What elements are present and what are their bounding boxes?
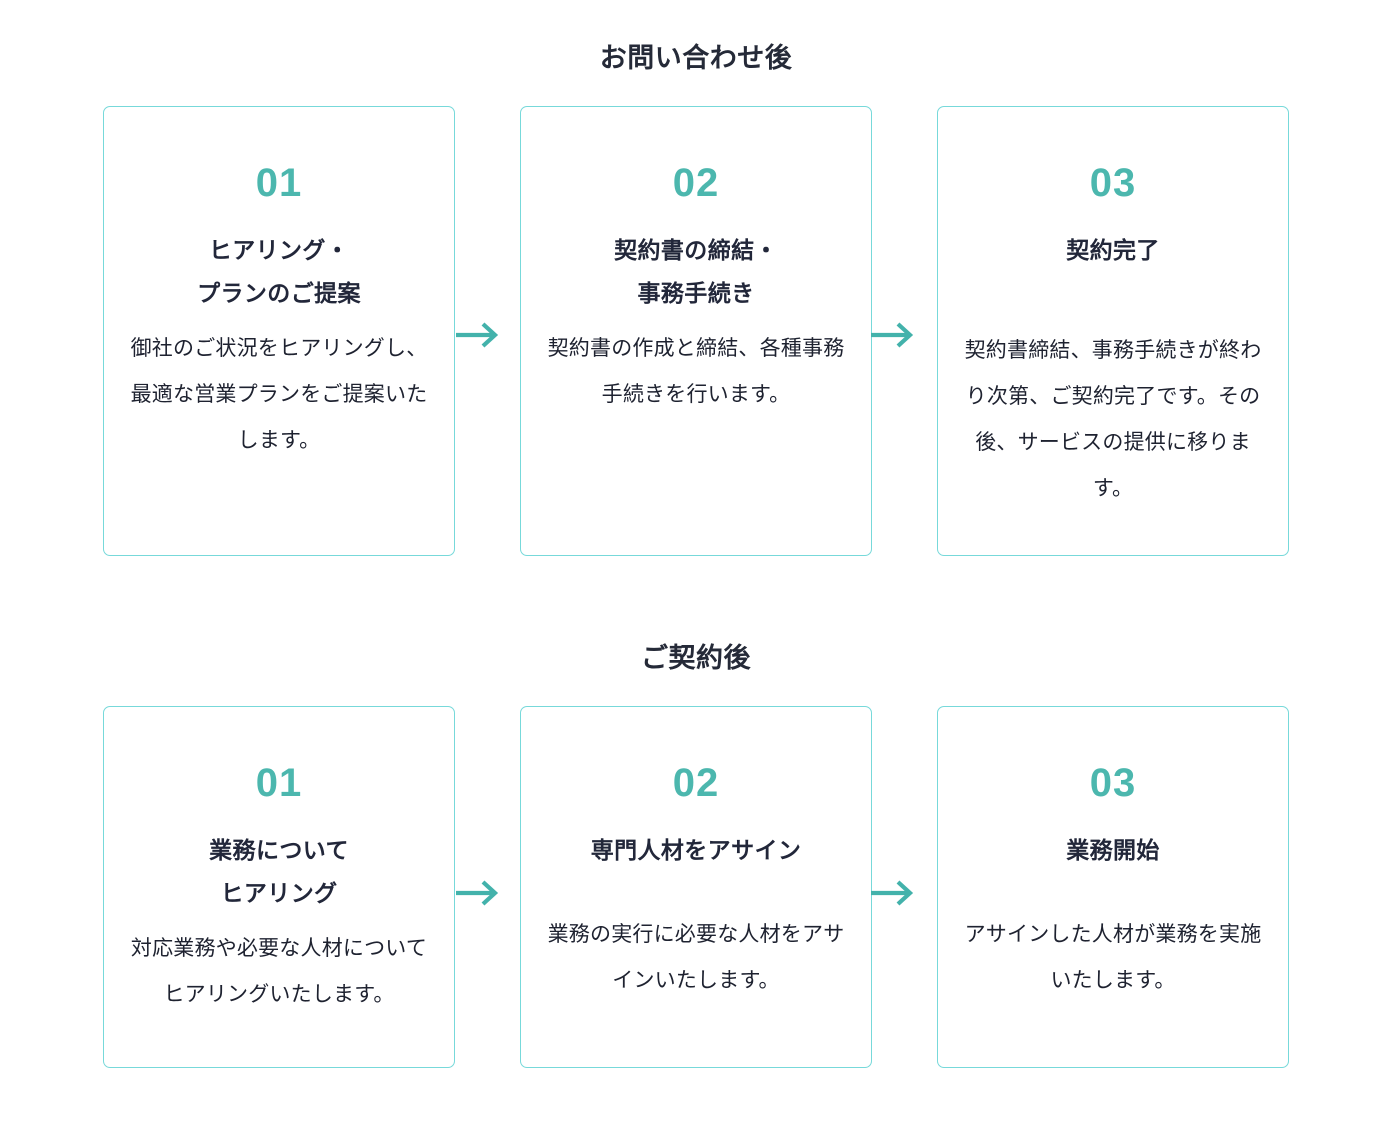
step-title: 業務開始 [1066,837,1160,863]
step-card-2-3: 03 業務開始 アサインした人材が業務を実施いたします。 [937,706,1289,1068]
step-card-1-2: 02 契約書の締結・ 事務手続き 契約書の作成と締結、各種事務手続きを行います。 [520,106,872,556]
step-number: 02 [672,161,720,205]
step-number: 02 [672,761,720,805]
step-title: 専門人材をアサイン [590,837,802,863]
step-number: 01 [255,761,303,805]
step-description: 契約書の作成と締結、各種事務手続きを行います。 [547,337,845,407]
arrow-right-icon [870,876,916,910]
step-title: ヒアリング・ プランのご提案 [197,237,361,306]
step-title: 契約完了 [1066,237,1160,263]
arrow-right-icon [870,318,916,352]
card-row-after-inquiry: 01 ヒアリング・ プランのご提案 御社のご状況をヒアリングし、最適な営業プラン… [103,106,1289,556]
arrow-right-icon [455,318,501,352]
section-heading-after-contract: ご契約後 [641,643,751,673]
section-heading-after-inquiry: お問い合わせ後 [599,43,793,73]
section-after-inquiry: お問い合わせ後 01 ヒアリング・ プランのご提案 御社のご状況をヒアリングし、… [0,0,1392,556]
step-description: アサインした人材が業務を実施いたします。 [964,922,1262,992]
step-title: 契約書の締結・ 事務手続き [614,237,778,306]
step-number: 01 [255,161,303,205]
step-card-2-1: 01 業務について ヒアリング 対応業務や必要な人材についてヒアリングいたします… [103,706,455,1068]
step-number: 03 [1089,161,1137,205]
arrow-right-icon [455,876,501,910]
step-card-1-1: 01 ヒアリング・ プランのご提案 御社のご状況をヒアリングし、最適な営業プラン… [103,106,455,556]
step-description: 対応業務や必要な人材についてヒアリングいたします。 [130,937,428,1007]
step-title: 業務について ヒアリング [209,837,349,906]
section-after-contract: ご契約後 01 業務について ヒアリング 対応業務や必要な人材についてヒアリング… [0,600,1392,1068]
step-description: 業務の実行に必要な人材をアサインいたします。 [547,922,845,992]
step-card-2-2: 02 専門人材をアサイン 業務の実行に必要な人材をアサインいたします。 [520,706,872,1068]
step-number: 03 [1089,761,1137,805]
step-description: 御社のご状況をヒアリングし、最適な営業プランをご提案いたします。 [130,337,428,453]
step-description: 契約書締結、事務手続きが終わり次第、ご契約完了です。その後、サービスの提供に移り… [964,338,1262,501]
card-row-after-contract: 01 業務について ヒアリング 対応業務や必要な人材についてヒアリングいたします… [103,706,1289,1068]
step-card-1-3: 03 契約完了 契約書締結、事務手続きが終わり次第、ご契約完了です。その後、サー… [937,106,1289,556]
